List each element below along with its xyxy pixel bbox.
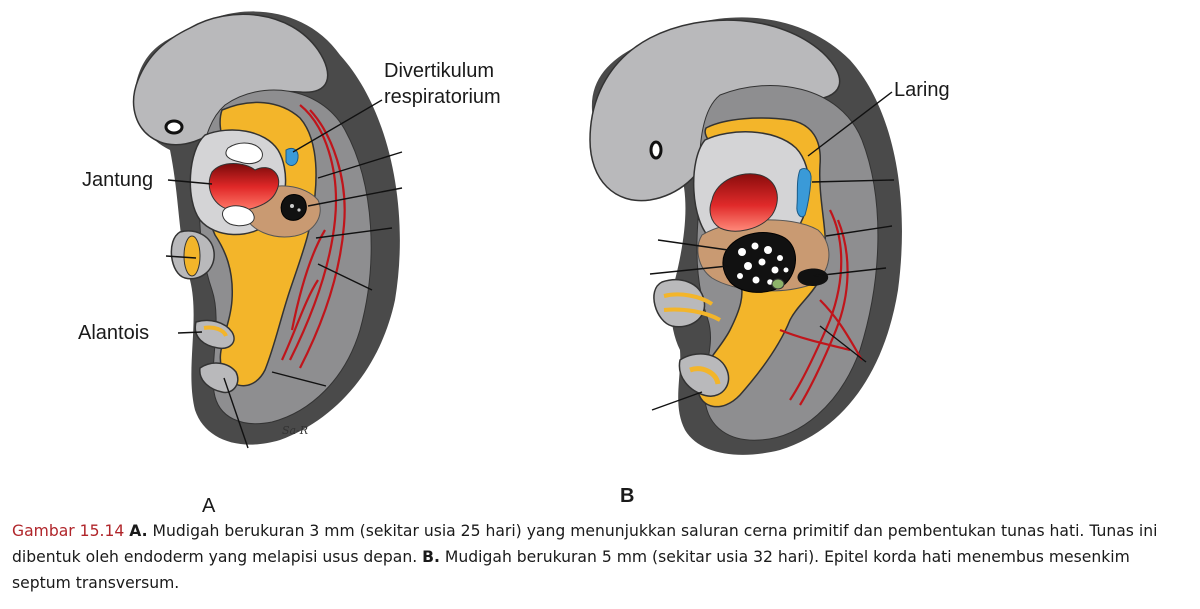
embryo-a: Divertikulum respiratorium Jantung Alant…: [78, 11, 501, 512]
caption-figure-label: Gambar 15.14: [12, 522, 125, 540]
caption-b-mark: B.: [422, 548, 440, 566]
label-divertikulum-line1: Divertikulum: [384, 60, 494, 82]
embryo-b-tail: [678, 353, 730, 397]
embryo-a-eye: [164, 119, 184, 135]
label-jantung: Jantung: [82, 169, 153, 191]
embryo-b-vessels: [779, 209, 863, 406]
embryo-a-respiratory-diverticulum: [285, 147, 299, 166]
caption-a-text: Mudigah berukuran 3 mm (sekitar usia 25 …: [12, 522, 1158, 566]
embryo-figure: Divertikulum respiratorium Jantung Alant…: [78, 11, 950, 512]
embryo-b-heart: [709, 173, 778, 232]
caption-b-text: Mudigah berukuran 5 mm (sekitar usia 32 …: [12, 548, 1130, 592]
embryo-b-yolk-stalk: [653, 279, 706, 328]
embryo-a-vessels: [281, 104, 346, 369]
label-divertikulum-line2: respiratorium: [384, 86, 501, 108]
embryo-b-leader-lines: [649, 91, 895, 411]
embryo-a-liver-bud: [280, 194, 307, 221]
embryo-a-tail: [199, 362, 239, 394]
embryo-a-heart: [208, 163, 280, 211]
embryo-a-leader-lines: [165, 99, 403, 449]
label-laring: Laring: [894, 79, 950, 101]
label-alantois: Alantois: [78, 322, 149, 344]
embryo-a-cavity-lower: [222, 205, 255, 227]
embryo-b: Laring B: [589, 17, 950, 507]
embryo-a-cavity-upper: [225, 142, 263, 165]
embryo-b-pancreas: [797, 268, 829, 286]
panel-letter-a: A: [202, 495, 216, 512]
panel-letter-b: B: [620, 485, 634, 507]
figure-caption: Gambar 15.14 A. Mudigah berukuran 3 mm (…: [12, 518, 1190, 596]
embryo-b-gallbladder: [771, 278, 785, 290]
embryo-b-liver-cords: [737, 242, 789, 285]
artist-signature: Sa-R: [282, 424, 308, 437]
embryo-b-trachea: [796, 167, 812, 218]
embryo-b-eye: [649, 140, 663, 160]
caption-a-mark: A.: [129, 522, 148, 540]
